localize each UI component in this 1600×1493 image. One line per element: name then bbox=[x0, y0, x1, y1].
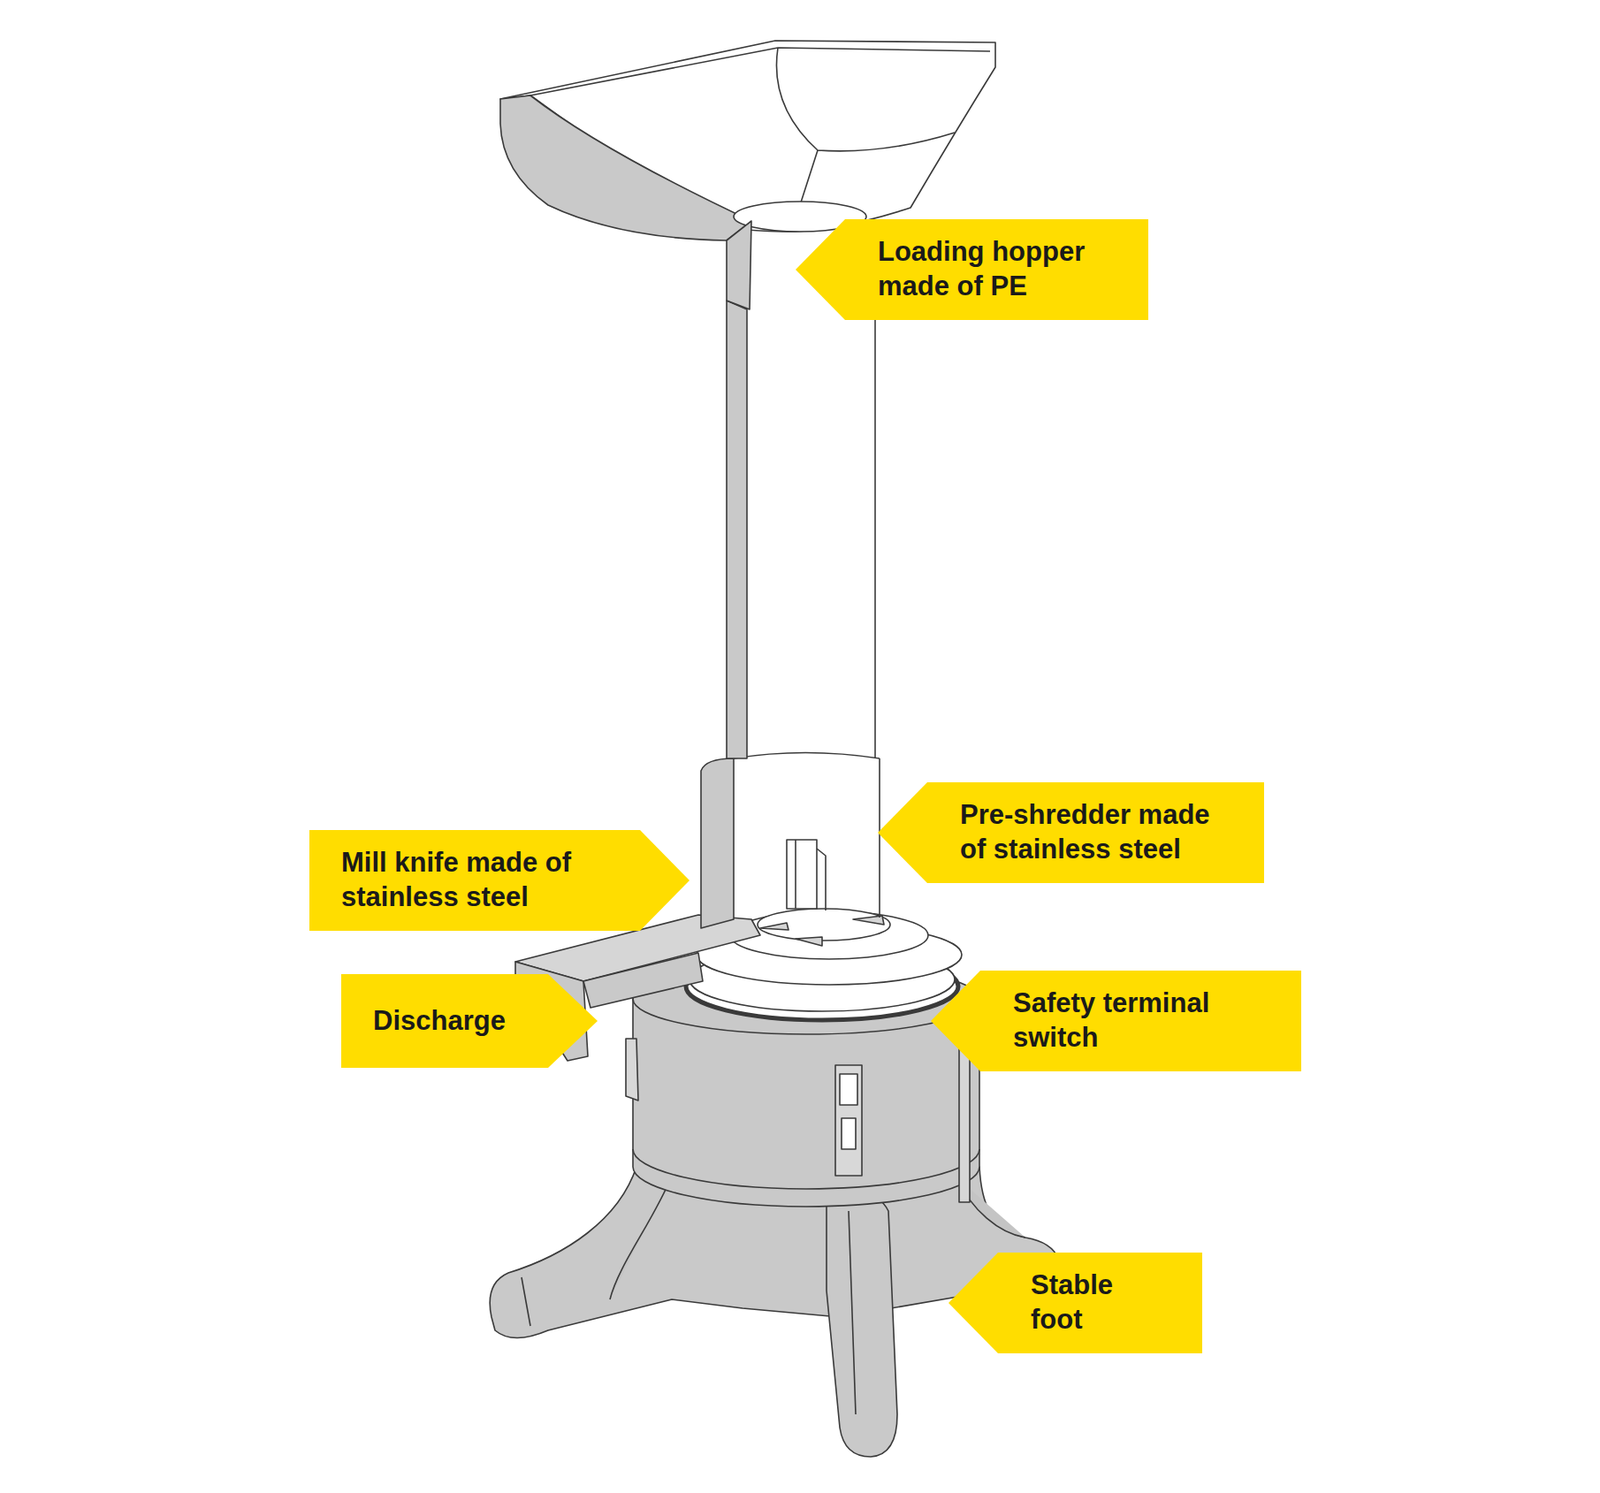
latch-left bbox=[625, 1038, 639, 1101]
callout-tag: Pre-shredder made of stainless steel bbox=[877, 782, 1265, 884]
side-rod bbox=[959, 1034, 970, 1203]
disc-blades bbox=[760, 915, 884, 946]
tube-upper-outline bbox=[874, 265, 877, 759]
tag-shape bbox=[795, 219, 1149, 320]
tag-shape bbox=[309, 830, 690, 931]
tag-fill bbox=[309, 830, 690, 931]
callout-text: Discharge bbox=[373, 1004, 506, 1039]
latch-front bbox=[835, 1065, 862, 1176]
tag-shape bbox=[930, 970, 1302, 1072]
callout-text: Safety terminal switch bbox=[1013, 986, 1263, 1056]
tube-upper-wall bbox=[726, 300, 747, 759]
hopper-rim bbox=[530, 47, 991, 96]
tube-lower-outline bbox=[733, 753, 880, 919]
callout-tag: Stable foot bbox=[948, 1252, 1203, 1354]
discharge-side bbox=[583, 952, 703, 1008]
tag-shape bbox=[877, 782, 1265, 884]
callout-text: Loading hopper made of PE bbox=[877, 235, 1110, 305]
tag-shape bbox=[948, 1252, 1203, 1354]
hopper-neck bbox=[726, 220, 752, 310]
hopper-gutter bbox=[500, 95, 752, 241]
hopper-ridge bbox=[776, 47, 955, 206]
callout-text: Stable foot bbox=[1030, 1268, 1164, 1338]
pre-shredder-blade bbox=[786, 839, 817, 909]
callout-text: Pre-shredder made of stainless steel bbox=[960, 798, 1226, 868]
callout-tag: Safety terminal switch bbox=[930, 970, 1302, 1072]
callout-tag: Mill knife made of stainless steel bbox=[309, 830, 690, 931]
latch-handle bbox=[839, 1074, 858, 1150]
tag-fill bbox=[877, 782, 1265, 884]
tube-lower-wall bbox=[700, 758, 734, 929]
blade-lines bbox=[795, 839, 826, 911]
foot-leg-line bbox=[521, 1211, 856, 1415]
tag-fill bbox=[795, 219, 1149, 320]
tag-fill bbox=[341, 974, 598, 1068]
callout-text: Mill knife made of stainless steel bbox=[341, 845, 598, 915]
tag-fill bbox=[948, 1252, 1203, 1354]
housing-band bbox=[632, 1149, 980, 1189]
callout-tag: Loading hopper made of PE bbox=[795, 219, 1149, 320]
tag-fill bbox=[930, 970, 1302, 1072]
callout-tag: Discharge bbox=[341, 974, 598, 1068]
foot-leg-front bbox=[826, 1189, 898, 1457]
